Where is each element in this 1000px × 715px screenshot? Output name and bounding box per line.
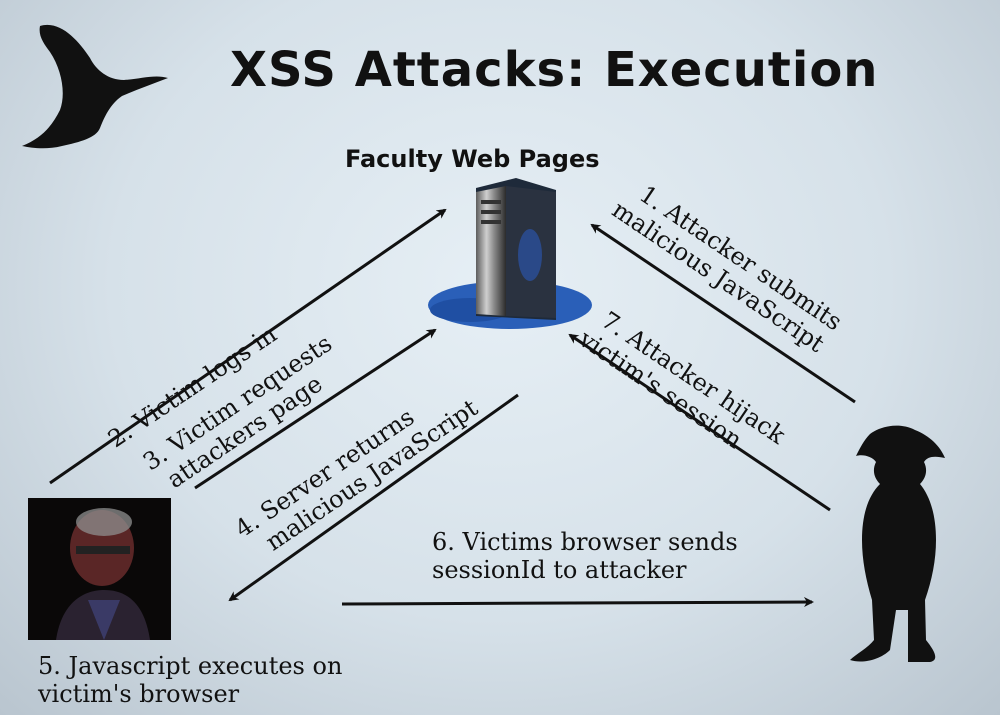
step-5-line2: victim's browser [38,680,240,708]
arrow-step-1 [590,223,856,404]
arrow-step-3 [194,328,437,490]
slide-title: XSS Attacks: Execution [230,42,879,98]
attacker-silhouette-icon [850,425,945,662]
step-5-line1: 5. Javascript executes on [38,652,343,680]
arrow-step-6 [341,597,814,608]
arrow-step-4 [228,393,519,602]
victim-photo [28,498,171,640]
arrow-step-7 [568,333,831,512]
step-6-line2: sessionId to attacker [432,556,687,584]
server-label: Faculty Web Pages [345,145,600,173]
witch-hat-icon [22,24,168,149]
step-6-label: 6. Victims browser sends sessionId to at… [432,528,738,584]
step-6-line1: 6. Victims browser sends [432,528,738,556]
step-5-label: 5. Javascript executes on victim's brows… [38,652,342,708]
server-tower-icon [428,178,592,329]
arrow-step-2 [49,208,447,485]
